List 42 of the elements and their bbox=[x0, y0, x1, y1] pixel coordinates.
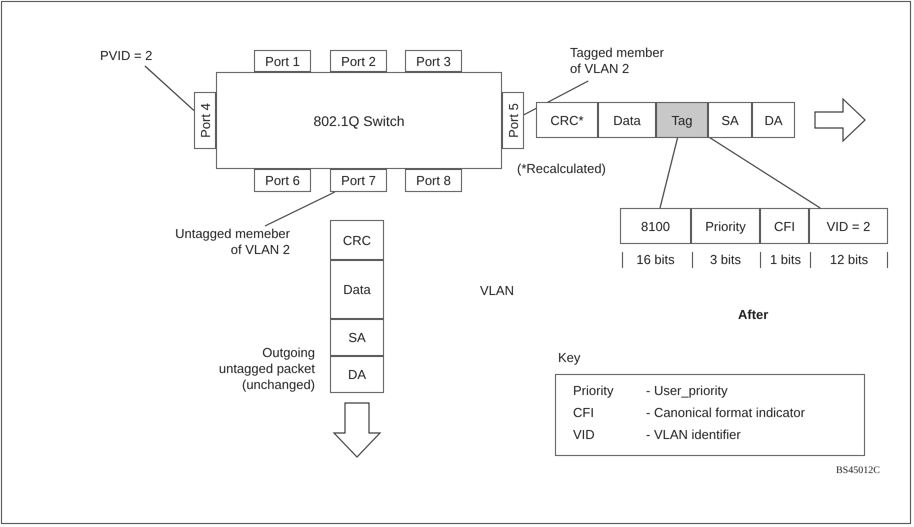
callout-text: Untagged memeber of VLAN 2 bbox=[170, 226, 290, 260]
tag-field: CFI bbox=[760, 208, 809, 244]
switch-box: 802.1Q Switch bbox=[216, 72, 502, 169]
packet-caption: Outgoing untagged packet (unchanged) bbox=[218, 345, 315, 393]
block-arrow bbox=[814, 98, 866, 142]
port-box: Port 4 bbox=[194, 92, 216, 149]
diagram-label: After bbox=[738, 307, 768, 323]
bit-width: 16 bits bbox=[622, 252, 688, 268]
key-term: Priority bbox=[573, 383, 614, 398]
block-arrow bbox=[332, 402, 382, 458]
expansion-line bbox=[659, 138, 678, 208]
note-text: (*Recalculated) bbox=[517, 161, 606, 177]
port-box: Port 7 bbox=[330, 169, 387, 192]
leader-line bbox=[264, 191, 336, 227]
key-term: CFI bbox=[573, 405, 594, 420]
packet-field: Data bbox=[598, 102, 656, 138]
diagram-label: VLAN bbox=[480, 283, 514, 299]
port-box: Port 8 bbox=[405, 169, 462, 192]
key-definition: - User_priority bbox=[646, 383, 728, 398]
expansion-line bbox=[708, 136, 821, 208]
packet-field: SA bbox=[330, 319, 384, 356]
port-box: Port 3 bbox=[405, 50, 462, 72]
packet-field: CRC* bbox=[536, 102, 598, 138]
key-term: VID bbox=[573, 427, 595, 442]
bit-width: 3 bits bbox=[692, 252, 758, 268]
key-heading: Key bbox=[558, 350, 580, 365]
figure-code: BS45012C bbox=[836, 464, 880, 478]
bit-width: 1 bits bbox=[760, 252, 810, 268]
key-definition: - VLAN identifier bbox=[646, 427, 741, 442]
port-box: Port 6 bbox=[254, 169, 311, 192]
packet-field: Tag bbox=[656, 102, 708, 138]
tag-field: Priority bbox=[691, 208, 760, 244]
callout-text: PVID = 2 bbox=[100, 48, 170, 66]
port-box: Port 5 bbox=[502, 92, 524, 149]
key-definition: - Canonical format indicator bbox=[646, 405, 805, 420]
port-box: Port 2 bbox=[330, 50, 387, 72]
bit-width: 12 bits bbox=[810, 252, 888, 268]
packet-field: Data bbox=[330, 260, 384, 319]
port-box: Port 1 bbox=[254, 50, 311, 72]
packet-field: SA bbox=[708, 102, 752, 138]
callout-text: Tagged member of VLAN 2 bbox=[570, 45, 675, 81]
leader-line bbox=[144, 66, 194, 111]
